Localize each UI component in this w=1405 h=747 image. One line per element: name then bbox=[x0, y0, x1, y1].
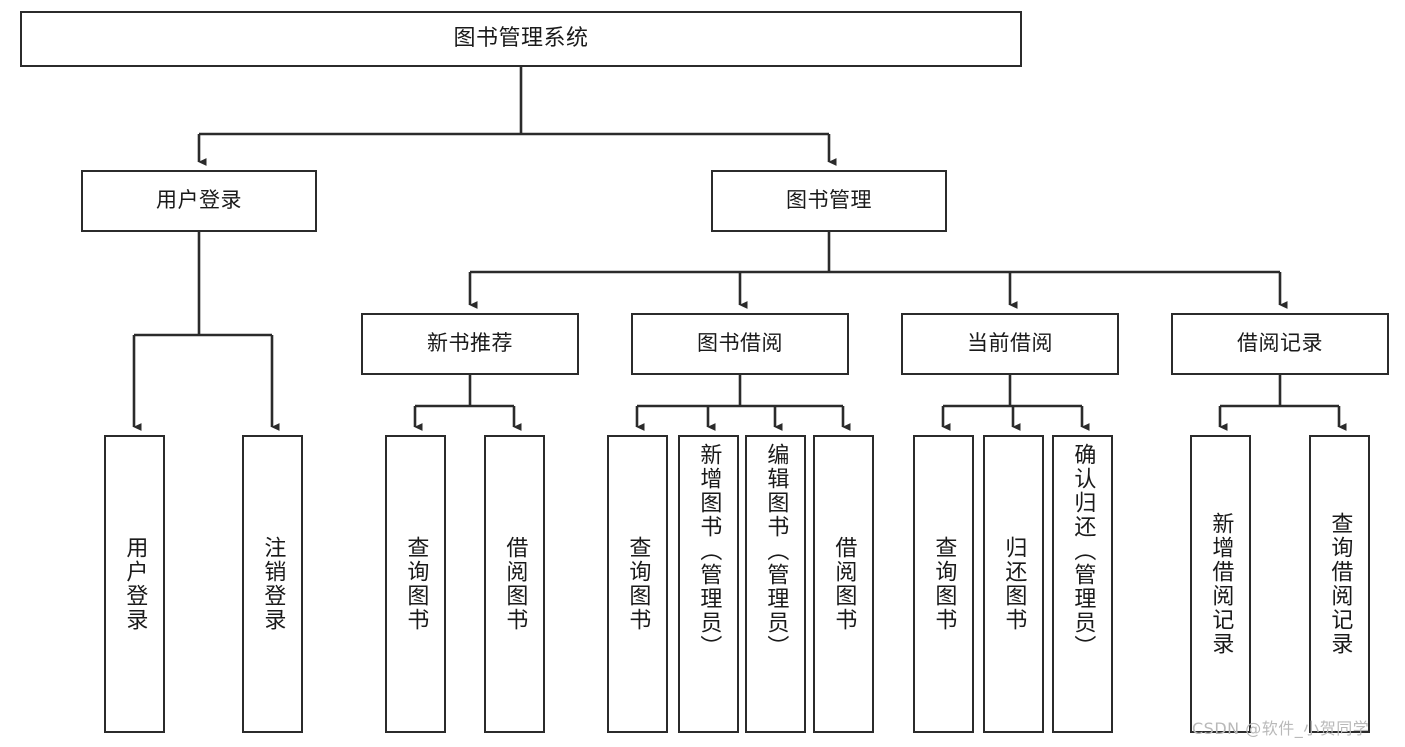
leaf-edit-book-admin-label: 编辑图书（管理员） bbox=[763, 443, 789, 659]
leaf-query-book-borrowing-label: 查询图书 bbox=[625, 536, 651, 632]
leaf-query-borrow-record-label: 查询借阅记录 bbox=[1327, 512, 1353, 656]
leaf-user-logout[interactable]: 注销登录 bbox=[242, 435, 303, 733]
leaf-query-book-current[interactable]: 查询图书 bbox=[913, 435, 974, 733]
leaf-borrow-book-recommendation-label: 借阅图书 bbox=[502, 536, 528, 632]
node-current-borrowing-label: 当前借阅 bbox=[967, 331, 1053, 356]
leaf-add-borrow-record-label: 新增借阅记录 bbox=[1208, 512, 1234, 656]
node-book-borrowing[interactable]: 图书借阅 bbox=[631, 313, 849, 375]
leaf-user-logout-label: 注销登录 bbox=[260, 536, 286, 632]
node-book-management[interactable]: 图书管理 bbox=[711, 170, 947, 232]
leaf-borrow-book[interactable]: 借阅图书 bbox=[813, 435, 874, 733]
node-root[interactable]: 图书管理系统 bbox=[20, 11, 1022, 67]
node-borrowing-record-label: 借阅记录 bbox=[1237, 331, 1323, 356]
leaf-query-book-recommendation-label: 查询图书 bbox=[403, 536, 429, 632]
csdn-watermark: CSDN @软件_小贺同学 bbox=[1192, 719, 1370, 738]
node-root-label: 图书管理系统 bbox=[453, 25, 589, 51]
leaf-query-book-recommendation[interactable]: 查询图书 bbox=[385, 435, 446, 733]
leaf-borrow-book-label: 借阅图书 bbox=[831, 536, 857, 632]
node-new-book-recommendation[interactable]: 新书推荐 bbox=[361, 313, 579, 375]
leaf-return-book[interactable]: 归还图书 bbox=[983, 435, 1044, 733]
leaf-edit-book-admin[interactable]: 编辑图书（管理员） bbox=[745, 435, 806, 733]
leaf-confirm-return-admin-label: 确认归还（管理员） bbox=[1070, 443, 1096, 659]
leaf-user-login-label: 用户登录 bbox=[122, 536, 148, 632]
leaf-confirm-return-admin[interactable]: 确认归还（管理员） bbox=[1052, 435, 1113, 733]
node-book-management-label: 图书管理 bbox=[786, 188, 872, 213]
node-new-book-recommendation-label: 新书推荐 bbox=[427, 331, 513, 356]
leaf-add-borrow-record[interactable]: 新增借阅记录 bbox=[1190, 435, 1251, 733]
leaf-query-book-borrowing[interactable]: 查询图书 bbox=[607, 435, 668, 733]
leaf-return-book-label: 归还图书 bbox=[1001, 536, 1027, 632]
leaf-add-book-admin[interactable]: 新增图书（管理员） bbox=[678, 435, 739, 733]
node-current-borrowing[interactable]: 当前借阅 bbox=[901, 313, 1119, 375]
leaf-query-borrow-record[interactable]: 查询借阅记录 bbox=[1309, 435, 1370, 733]
leaf-query-book-current-label: 查询图书 bbox=[931, 536, 957, 632]
leaf-add-book-admin-label: 新增图书（管理员） bbox=[696, 443, 722, 659]
node-user-login[interactable]: 用户登录 bbox=[81, 170, 317, 232]
leaf-borrow-book-recommendation[interactable]: 借阅图书 bbox=[484, 435, 545, 733]
node-book-borrowing-label: 图书借阅 bbox=[697, 331, 783, 356]
node-user-login-label: 用户登录 bbox=[156, 188, 242, 213]
node-borrowing-record[interactable]: 借阅记录 bbox=[1171, 313, 1389, 375]
leaf-user-login[interactable]: 用户登录 bbox=[104, 435, 165, 733]
